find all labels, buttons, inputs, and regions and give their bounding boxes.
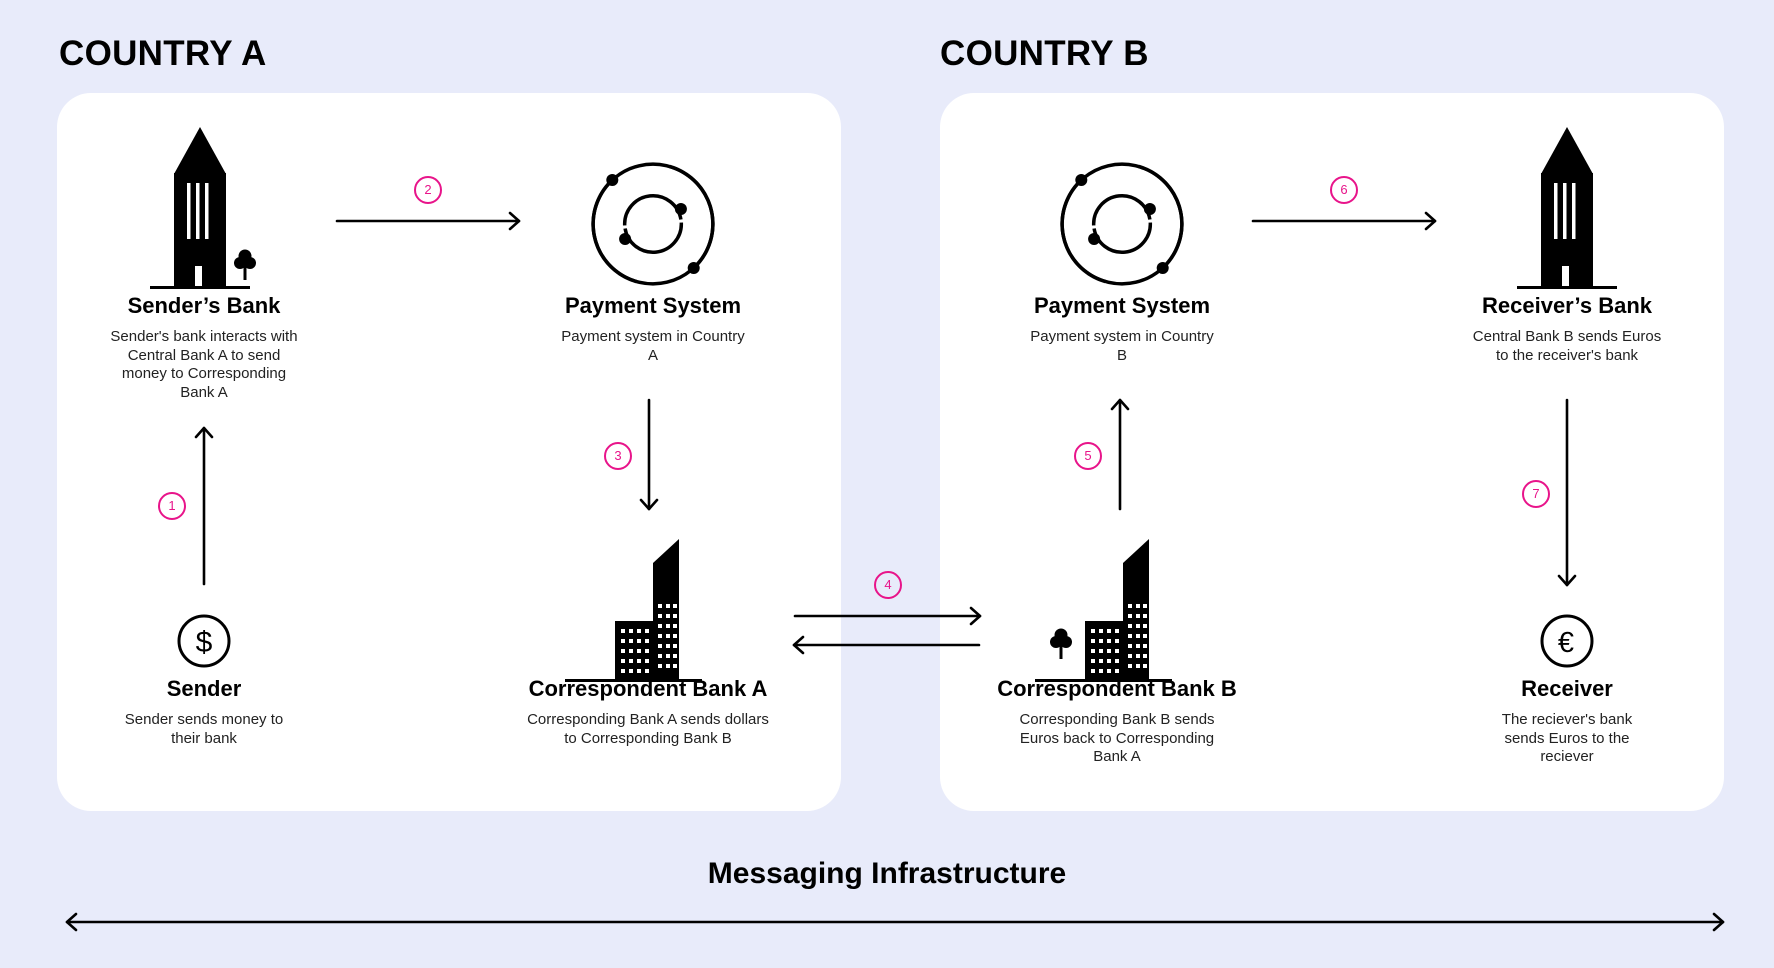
arrow-step-4-forward	[793, 606, 982, 626]
arrow-step-7	[1557, 398, 1577, 587]
arrow-step-2	[335, 211, 521, 231]
euro-coin-icon: €	[1540, 614, 1594, 668]
payment-system-a-description: Payment system in Country A	[561, 328, 745, 364]
country-a-title: COUNTRY A	[59, 34, 267, 73]
country-b-panel	[940, 93, 1724, 811]
receiver-bank-title: Receiver’s Bank	[1482, 293, 1652, 318]
sender-title: Sender	[166, 676, 242, 701]
arrow-step-5	[1110, 398, 1130, 511]
svg-text:€: €	[1558, 627, 1574, 659]
correspondent-bank-a-title: Correspondent Bank A	[528, 676, 768, 701]
messaging-infrastructure-title: Messaging Infrastructure	[707, 857, 1067, 890]
correspondent-bank-b-icon	[1035, 539, 1172, 682]
sender-bank-description: Sender's bank interacts with Central Ban…	[110, 328, 298, 401]
payment-system-b-title: Payment System	[1033, 293, 1211, 318]
sender-bank-title: Sender’s Bank	[127, 293, 281, 318]
receiver-description: The reciever's bank sends Euros to the r…	[1501, 711, 1633, 765]
receiver-bank-description: Central Bank B sends Euros to the receiv…	[1472, 328, 1662, 364]
payment-system-a-title: Payment System	[564, 293, 742, 318]
payment-system-a-icon	[591, 162, 715, 286]
country-b-title: COUNTRY B	[940, 34, 1149, 73]
receiver-title: Receiver	[1521, 676, 1613, 701]
payment-system-b-description: Payment system in Country B	[1030, 328, 1214, 364]
correspondent-bank-b-description: Corresponding Bank B sends Euros back to…	[1019, 711, 1215, 765]
step-badge-1: 1	[158, 492, 186, 520]
step-badge-3: 3	[604, 442, 632, 470]
sender-description: Sender sends money to their bank	[124, 711, 284, 747]
arrow-step-6	[1251, 211, 1437, 231]
dollar-coin-icon: $	[177, 614, 231, 668]
messaging-infrastructure-arrow	[65, 912, 1725, 932]
arrow-step-4-back	[792, 635, 981, 655]
correspondent-bank-b-title: Correspondent Bank B	[997, 676, 1237, 701]
correspondent-bank-a-icon	[565, 539, 702, 682]
arrow-step-1	[194, 426, 214, 586]
payment-system-b-icon	[1060, 162, 1184, 286]
receiver-bank-icon	[1517, 127, 1617, 289]
step-badge-7: 7	[1522, 480, 1550, 508]
svg-text:$: $	[196, 626, 213, 659]
step-badge-4: 4	[874, 571, 902, 599]
step-badge-5: 5	[1074, 442, 1102, 470]
correspondent-bank-a-description: Corresponding Bank A sends dollars to Co…	[527, 711, 769, 747]
step-badge-2: 2	[414, 176, 442, 204]
step-badge-6: 6	[1330, 176, 1358, 204]
arrow-step-3	[639, 398, 659, 511]
sender-bank-icon	[150, 127, 256, 289]
